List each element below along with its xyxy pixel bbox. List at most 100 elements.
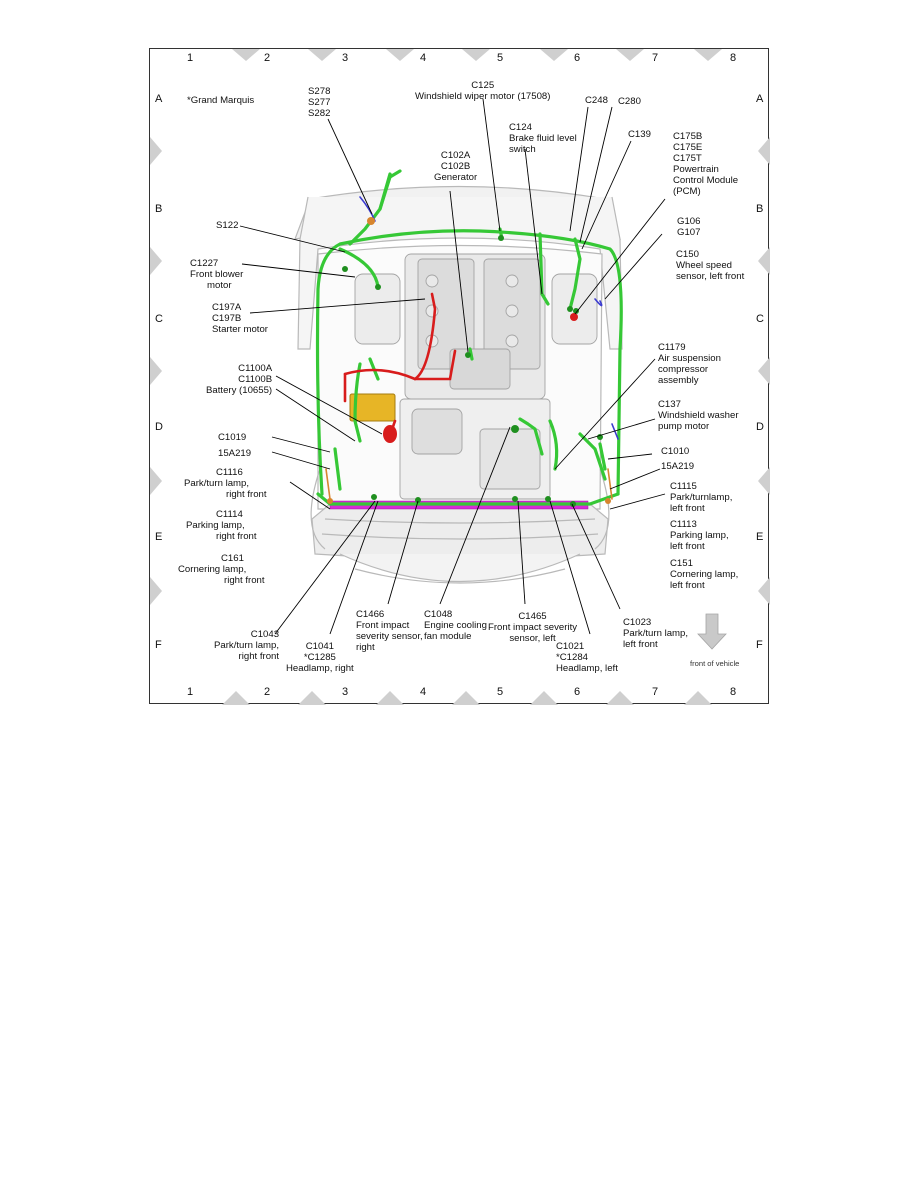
- label-c150-desc1: Wheel speed: [676, 260, 732, 271]
- label-pcm: C175B C175E C175T Powertrain Control Mod…: [673, 131, 738, 197]
- grid-col-bottom-8: 8: [730, 686, 737, 698]
- grid-col-bottom-6: 6: [574, 686, 581, 698]
- grid-col-top-8: 8: [730, 52, 737, 64]
- label-c1113-desc1: Parking lamp,: [670, 530, 729, 541]
- label-c1023: C1023 Park/turn lamp, left front: [623, 617, 688, 650]
- label-pcm-desc1: Powertrain: [673, 164, 719, 175]
- label-c151: C151 Cornering lamp, left front: [670, 558, 738, 591]
- grid-col-top-5: 5: [497, 52, 504, 64]
- label-c1023-id: C1023: [623, 617, 652, 628]
- grid-col-top-7: 7: [652, 52, 659, 64]
- grid-row-right-f: F: [756, 639, 763, 651]
- label-g106: G106: [677, 216, 701, 227]
- label-c1465-id: C1465: [518, 611, 547, 622]
- label-15a219-right: 15A219: [218, 448, 252, 459]
- front-of-vehicle-arrow: [697, 613, 727, 650]
- label-c102b: C102B: [440, 161, 471, 172]
- label-starter: C197A C197B Starter motor: [212, 302, 268, 335]
- grid-row-right-d: D: [756, 421, 764, 433]
- label-c175b: C175B: [673, 131, 703, 142]
- label-c1179: C1179 Air suspension compressor assembly: [658, 342, 721, 386]
- label-c1227-desc2: motor: [207, 280, 232, 291]
- label-c1465: C1465 Front impact severity sensor, left: [488, 611, 577, 644]
- margin-markers: [150, 49, 770, 705]
- label-c161-desc2: right front: [224, 575, 265, 586]
- label-headlamp-left: Headlamp, left: [556, 663, 618, 674]
- label-c137: C137 Windshield washer pump motor: [658, 399, 739, 432]
- label-pcm-desc2: Control Module: [673, 175, 739, 186]
- label-c1041: C1041 *C1285 Headlamp, right: [286, 641, 354, 674]
- label-c175e: C175E: [673, 142, 703, 153]
- label-c124-desc2: switch: [509, 144, 536, 155]
- grid-col-top-1: 1: [187, 52, 194, 64]
- grid-row-right-c: C: [756, 313, 764, 325]
- vehicle-illustration: [150, 49, 770, 705]
- grid-row-left-e: E: [155, 531, 163, 543]
- label-c1041-id: C1041: [305, 641, 334, 652]
- label-c1043: C1043 Park/turn lamp, right front: [214, 629, 279, 662]
- label-c1115: C1115 Park/turnlamp, left front: [670, 481, 732, 514]
- label-c1179-desc2: compressor: [658, 364, 709, 375]
- label-c1116-id: C1116: [216, 467, 243, 478]
- label-c1043-desc2: right front: [238, 651, 280, 662]
- label-c102a: C102A: [440, 150, 471, 161]
- grid-row-left-b: B: [155, 203, 163, 215]
- label-c1048-id: C1048: [424, 609, 453, 620]
- label-c1465-desc2: sensor, left: [509, 633, 556, 644]
- grid-col-bottom-7: 7: [652, 686, 659, 698]
- label-c197a: C197A: [212, 302, 242, 313]
- label-c125-id: C125: [471, 80, 495, 91]
- label-ground-g106-g107: G106 G107: [677, 216, 700, 238]
- grid-col-top-2: 2: [264, 52, 271, 64]
- label-c248: C248: [585, 95, 608, 106]
- label-c137-id: C137: [658, 399, 681, 410]
- label-c137-desc1: Windshield washer: [658, 410, 739, 421]
- grid-col-bottom-5: 5: [497, 686, 504, 698]
- label-c1227-id: C1227: [190, 258, 219, 269]
- label-c139: C139: [628, 129, 651, 140]
- label-c1021-id: C1021: [556, 641, 585, 652]
- label-c1048: C1048 Engine cooling fan module: [424, 609, 487, 642]
- label-c1466-id: C1466: [356, 609, 385, 620]
- label-c1114: C1114 Parking lamp, right front: [186, 509, 257, 542]
- label-c1114-desc1: Parking lamp,: [186, 520, 245, 531]
- label-splices-s278-s277-s282: S278 S277 S282: [308, 86, 330, 119]
- label-c1043-id: C1043: [250, 629, 280, 640]
- label-c1048-desc2: fan module: [424, 631, 472, 642]
- label-c125-desc: Windshield wiper motor (17508): [415, 91, 551, 102]
- label-c1113-desc2: left front: [670, 541, 705, 552]
- label-s278: S278: [308, 86, 331, 97]
- label-c1466: C1466 Front impact severity sensor, righ…: [356, 609, 423, 653]
- label-c1179-desc1: Air suspension: [658, 353, 721, 364]
- label-c1115-id: C1115: [670, 481, 697, 492]
- label-c137-desc2: pump motor: [658, 421, 710, 432]
- label-c1116: C1116 Park/turn lamp, right front: [184, 467, 267, 500]
- grid-row-left-d: D: [155, 421, 163, 433]
- label-c1284: *C1284: [556, 652, 589, 663]
- battery-shape: [349, 393, 396, 422]
- grid-row-left-a: A: [155, 93, 163, 105]
- grid-col-bottom-2: 2: [264, 686, 271, 698]
- grid-row-right-b: B: [756, 203, 764, 215]
- label-headlamp-right: Headlamp, right: [286, 663, 354, 674]
- grid-row-left-c: C: [155, 313, 163, 325]
- label-c151-desc2: left front: [670, 580, 705, 591]
- label-c1113: C1113 Parking lamp, left front: [670, 519, 729, 552]
- label-c1466-desc3: right: [356, 642, 375, 653]
- wiring-diagram-frame: 1 2 3 4 5 6 7 8 1 2 3 4 5 6 7 8 A B C D …: [149, 48, 770, 705]
- label-c124-desc1: Brake fluid level: [509, 133, 577, 144]
- label-g107: G107: [677, 227, 701, 238]
- label-c1023-desc1: Park/turn lamp,: [623, 628, 689, 639]
- label-c1019: C1019: [218, 432, 247, 443]
- label-generator-desc: Generator: [434, 172, 478, 183]
- label-c150: C150 Wheel speed sensor, left front: [676, 249, 744, 282]
- label-battery: C1100A C1100B Battery (10655): [206, 363, 272, 396]
- label-c161-desc1: Cornering lamp,: [178, 564, 247, 575]
- label-c124-id: C124: [509, 122, 532, 133]
- label-c161-id: C161: [221, 553, 244, 564]
- label-c1466-desc1: Front impact: [356, 620, 410, 631]
- main-harness: [315, 169, 623, 506]
- label-c1227: C1227 Front blower motor: [190, 258, 243, 291]
- grid-col-top-3: 3: [342, 52, 349, 64]
- label-pcm-desc3: (PCM): [673, 186, 701, 197]
